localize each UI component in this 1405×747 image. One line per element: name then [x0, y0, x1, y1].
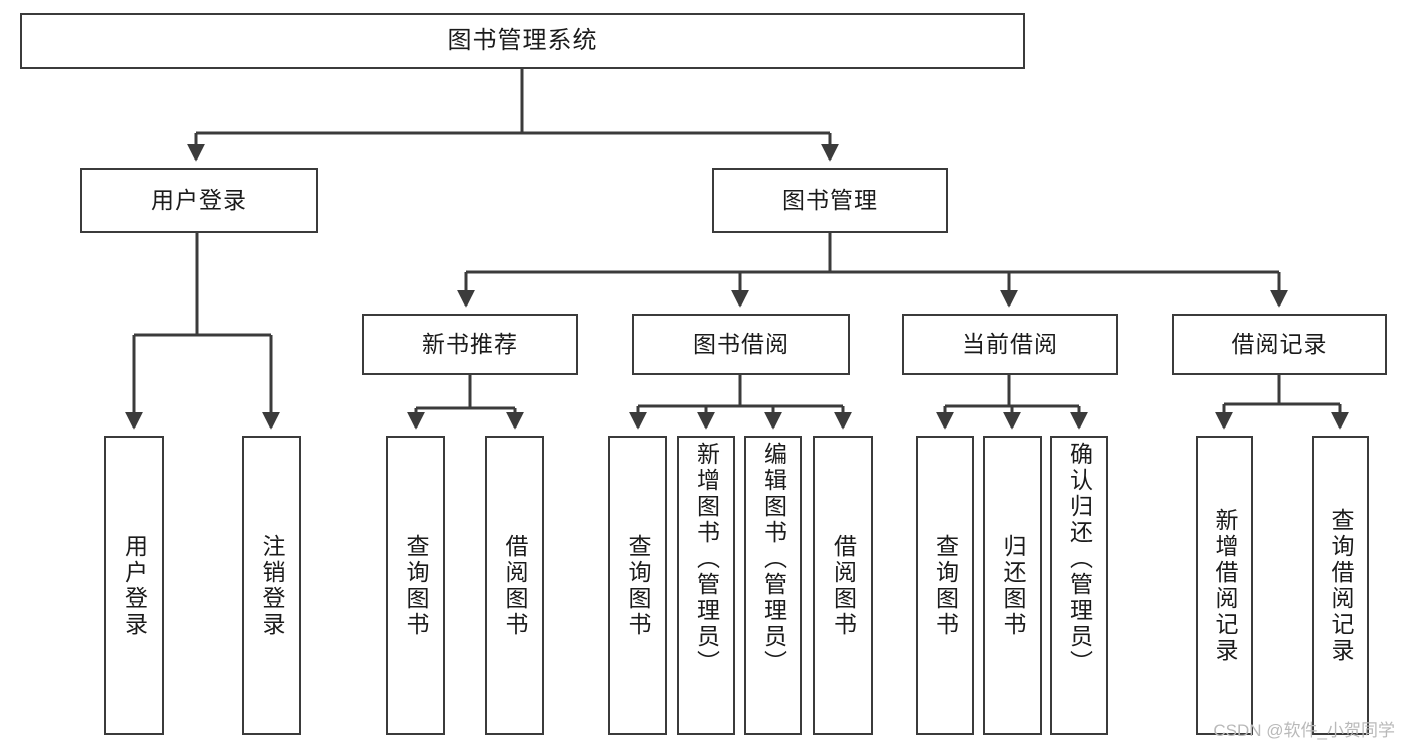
node-root-label: 图书管理系统	[447, 26, 598, 54]
leaf-query-book-recommend-label: 查询图书	[403, 533, 429, 638]
node-root[interactable]: 图书管理系统	[20, 13, 1025, 69]
leaf-query-book-current[interactable]: 查询图书	[916, 436, 974, 735]
leaf-add-book-admin-label: 新增图书（管理员）	[693, 442, 720, 676]
node-book-borrow[interactable]: 图书借阅	[632, 314, 850, 375]
leaf-query-book-borrow[interactable]: 查询图书	[608, 436, 667, 735]
leaf-logout-label: 注销登录	[259, 533, 285, 638]
leaf-query-borrow-record[interactable]: 查询借阅记录	[1312, 436, 1369, 735]
node-user-login-label: 用户登录	[151, 186, 247, 213]
leaf-query-book-recommend[interactable]: 查询图书	[386, 436, 445, 735]
node-book-management-label: 图书管理	[782, 186, 878, 213]
node-borrow-record[interactable]: 借阅记录	[1172, 314, 1387, 375]
leaf-borrow-book-label: 借阅图书	[830, 533, 857, 638]
leaf-logout[interactable]: 注销登录	[242, 436, 301, 735]
leaf-confirm-return-admin[interactable]: 确认归还（管理员）	[1050, 436, 1108, 735]
leaf-query-book-current-label: 查询图书	[932, 533, 959, 638]
node-book-management[interactable]: 图书管理	[712, 168, 948, 233]
leaf-user-login-label: 用户登录	[121, 533, 148, 638]
node-new-book-recommend-label: 新书推荐	[422, 330, 518, 357]
node-book-borrow-label: 图书借阅	[693, 330, 789, 357]
node-user-login[interactable]: 用户登录	[80, 168, 318, 233]
leaf-return-book[interactable]: 归还图书	[983, 436, 1042, 735]
leaf-edit-book-admin[interactable]: 编辑图书（管理员）	[744, 436, 802, 735]
leaf-borrow-book-recommend-label: 借阅图书	[502, 533, 528, 638]
leaf-edit-book-admin-label: 编辑图书（管理员）	[760, 442, 787, 676]
leaf-borrow-book-recommend[interactable]: 借阅图书	[485, 436, 544, 735]
leaf-query-borrow-record-label: 查询借阅记录	[1328, 507, 1354, 664]
leaf-confirm-return-admin-label: 确认归还（管理员）	[1066, 442, 1093, 676]
leaf-return-book-label: 归还图书	[1000, 533, 1026, 638]
leaf-add-book-admin[interactable]: 新增图书（管理员）	[677, 436, 735, 735]
leaf-borrow-book[interactable]: 借阅图书	[813, 436, 873, 735]
node-current-borrow-label: 当前借阅	[962, 330, 1058, 357]
node-new-book-recommend[interactable]: 新书推荐	[362, 314, 578, 375]
leaf-user-login[interactable]: 用户登录	[104, 436, 164, 735]
leaf-add-borrow-record[interactable]: 新增借阅记录	[1196, 436, 1253, 735]
leaf-add-borrow-record-label: 新增借阅记录	[1212, 507, 1238, 664]
node-current-borrow[interactable]: 当前借阅	[902, 314, 1118, 375]
node-borrow-record-label: 借阅记录	[1231, 330, 1328, 357]
leaf-query-book-borrow-label: 查询图书	[625, 533, 651, 638]
